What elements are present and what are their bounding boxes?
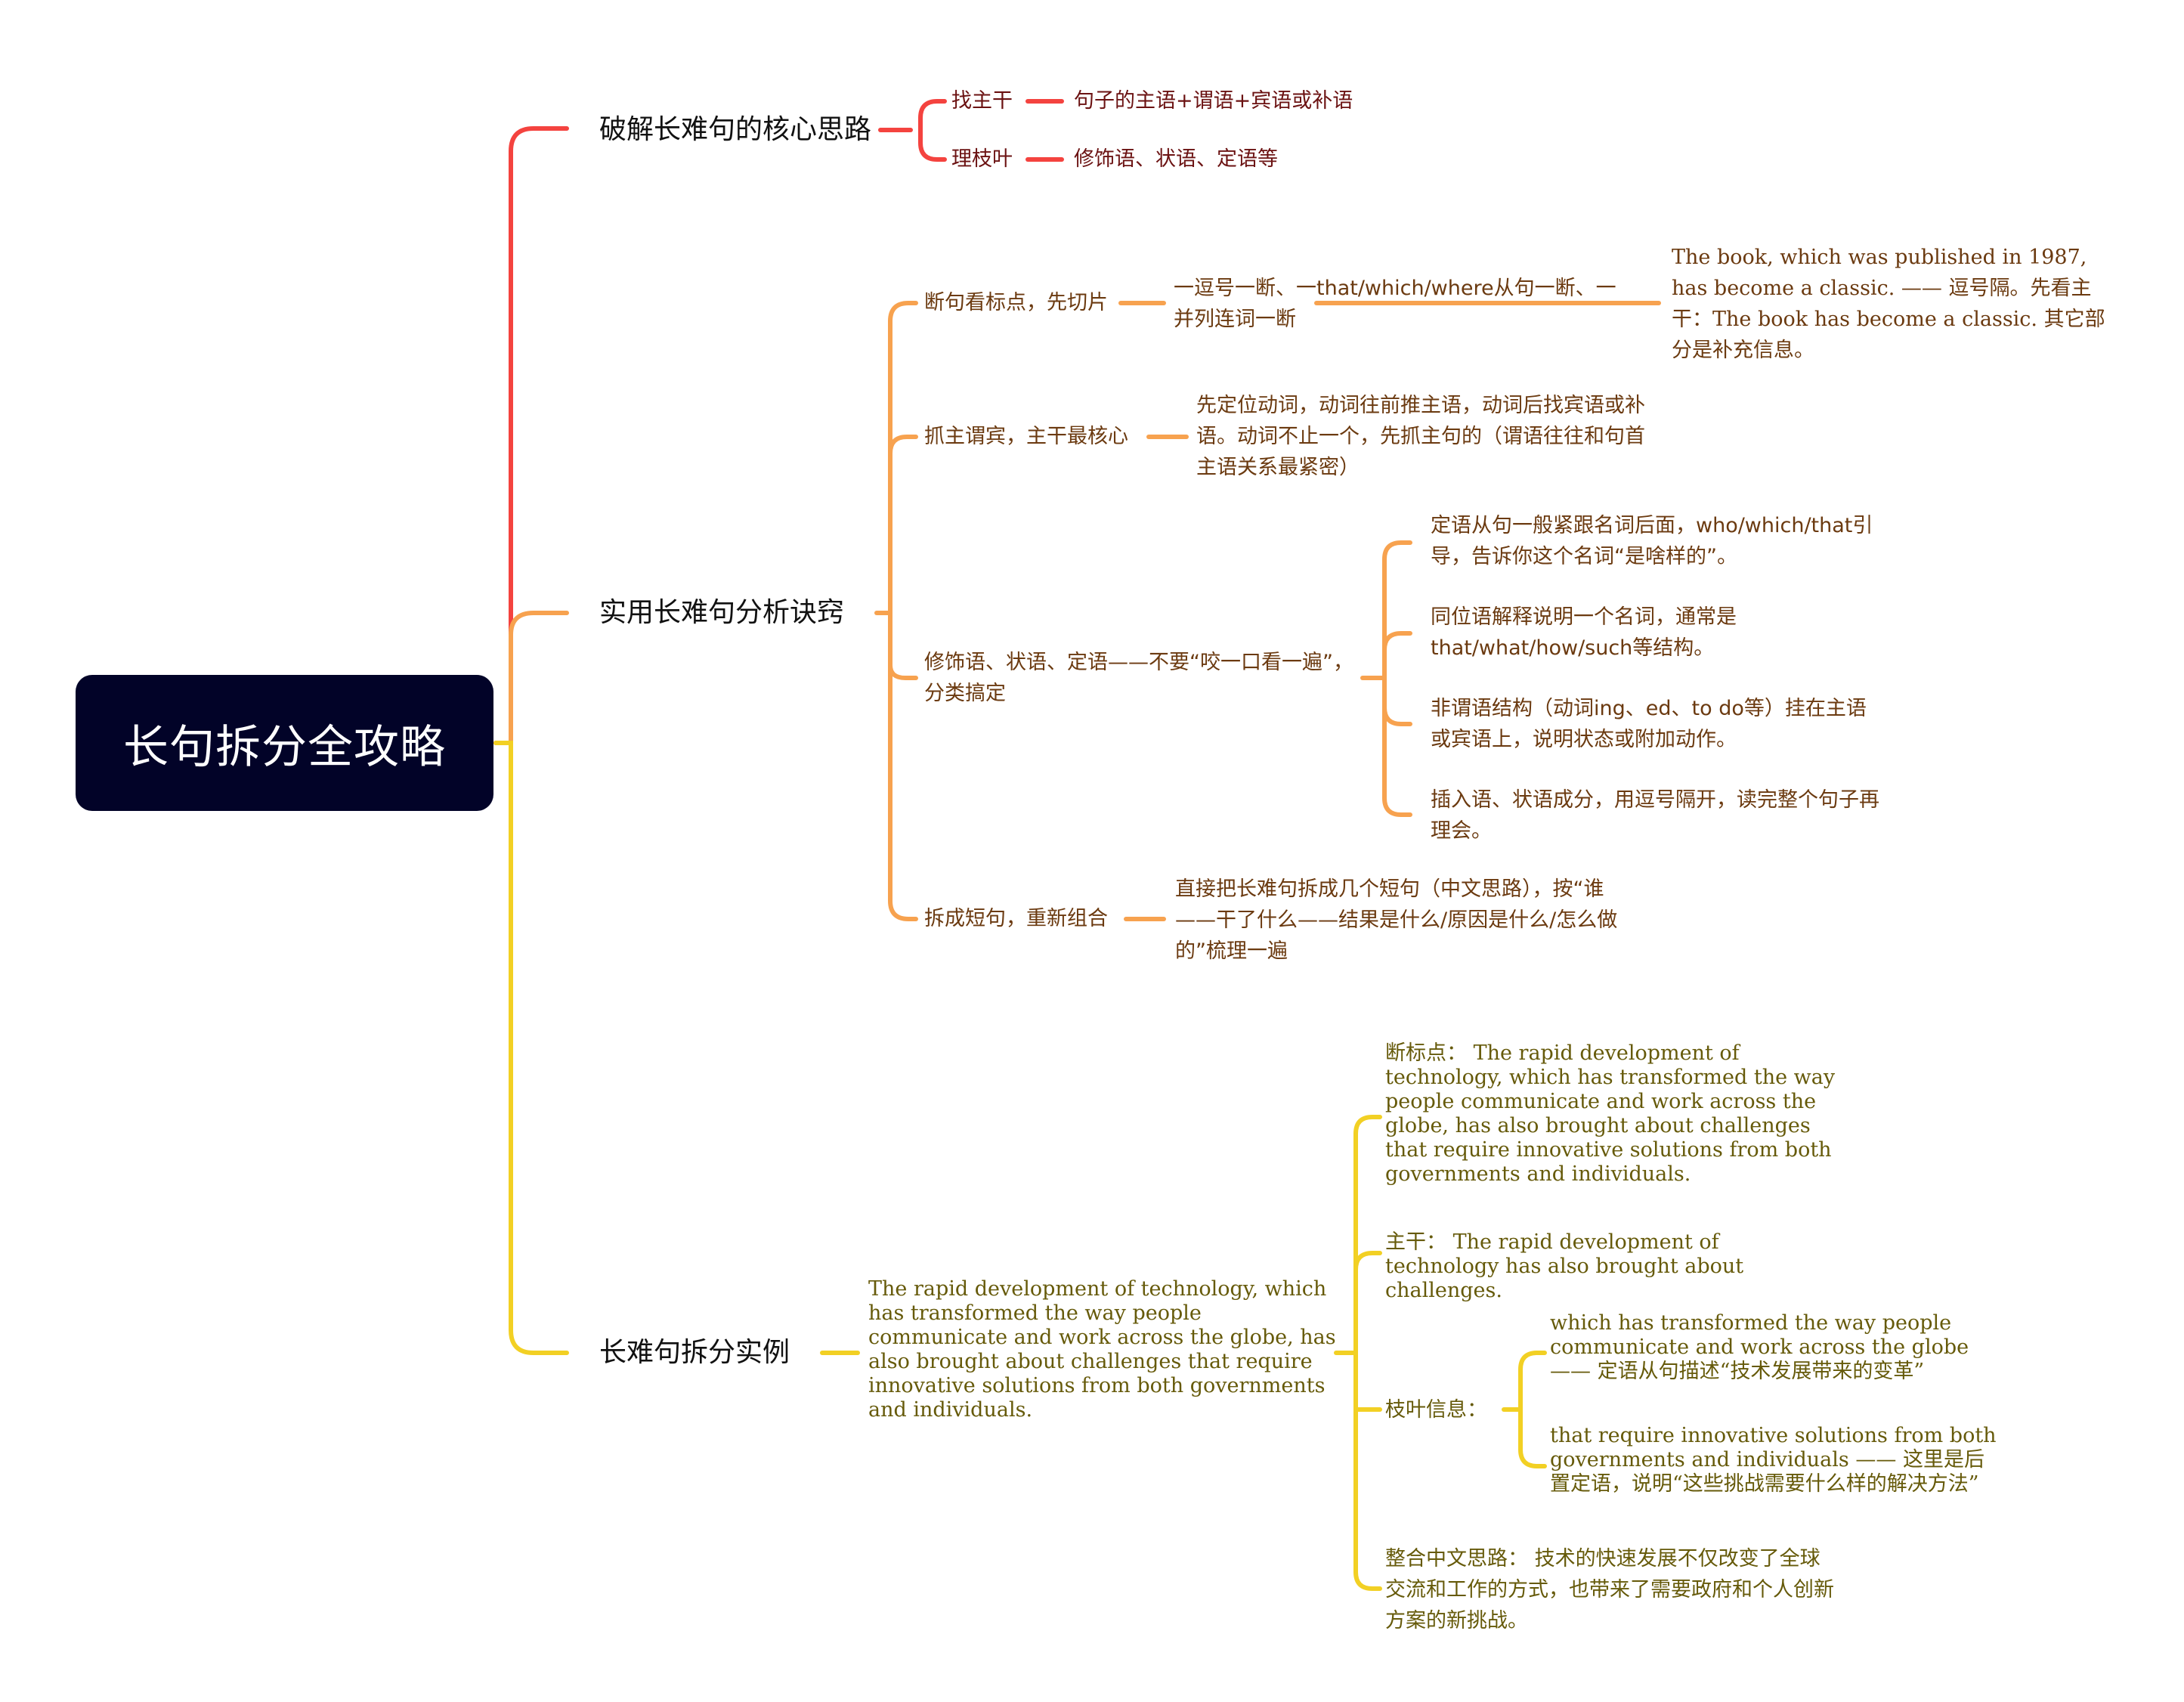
topic-split-recombine-detail[interactable]: 直接把长难句拆成几个短句（中文思路），按“谁——干了什么——结果是什么/原因是什… xyxy=(1175,877,1618,963)
branch-info-item-1-en: which has transformed the way people com… xyxy=(1550,1311,1969,1359)
branch-core-approach[interactable]: 破解长难句的核心思路 xyxy=(599,114,872,145)
step-chinese-synthesis-text: 技术的快速发展不仅改变了全球交流和工作的方式，也带来了需要政府和个人创新方案的新… xyxy=(1385,1547,1834,1632)
branch-example[interactable]: 长难句拆分实例 xyxy=(599,1337,790,1368)
example-text: The book, which was published in 1987, h… xyxy=(1672,246,2105,362)
root-node[interactable]: 长句拆分全攻略 xyxy=(76,675,493,811)
root-title: 长句拆分全攻略 xyxy=(123,720,446,774)
step-punctuation-text: The rapid development of technology, whi… xyxy=(1385,1041,1836,1186)
topic-split-recombine[interactable]: 拆成短句，重新组合 xyxy=(924,907,1108,930)
branch-practical-tips[interactable]: 实用长难句分析诀窍 xyxy=(599,597,845,628)
step-branch-info[interactable]: 枝叶信息： xyxy=(1385,1398,1487,1422)
branch-info-item-1-zh: —— 定语从句描述“技术发展带来的变革” xyxy=(1550,1360,1925,1383)
branch-info-item-2-en: that require innovative solutions from b… xyxy=(1550,1424,1997,1471)
step-chinese-synthesis[interactable]: 整合中文思路： 技术的快速发展不仅改变了全球交流和工作的方式，也带来了需要政府和… xyxy=(1385,1543,1839,1636)
topic-find-trunk-detail[interactable]: 句子的主语+谓语+宾语或补语 xyxy=(1074,89,1353,113)
modifier-item-attributive[interactable]: 定语从句一般紧跟名词后面，who/which/that引导，告诉你这个名词“是啥… xyxy=(1431,514,1873,568)
step-punctuation-label: 断标点： xyxy=(1385,1041,1467,1065)
branch-info-item-1[interactable]: which has transformed the way people com… xyxy=(1550,1311,1973,1384)
step-punctuation[interactable]: 断标点： The rapid development of technology… xyxy=(1385,1041,1839,1187)
topic-punctuation-split-detail[interactable]: 一逗号一断、一that/which/where从句一断、一并列连词一断 xyxy=(1174,277,1616,331)
branch-info-item-2[interactable]: that require innovative solutions from b… xyxy=(1550,1424,2003,1496)
step-chinese-synthesis-label: 整合中文思路： xyxy=(1385,1547,1528,1570)
topic-modifiers[interactable]: 修饰语、状语、定语——不要“咬一口看一遍”，分类搞定 xyxy=(924,651,1353,705)
modifier-item-nonfinite[interactable]: 非谓语结构（动词ing、ed、to do等）挂在主语或宾语上，说明状态或附加动作… xyxy=(1431,697,1867,751)
modifier-item-appositive[interactable]: 同位语解释说明一个名词，通常是that/what/how/such等结构。 xyxy=(1431,605,1737,660)
topic-punctuation-split[interactable]: 断句看标点，先切片 xyxy=(924,291,1108,314)
topic-sort-branches[interactable]: 理枝叶 xyxy=(951,147,1013,171)
step-trunk[interactable]: 主干： The rapid development of technology … xyxy=(1385,1230,1839,1303)
topic-punctuation-example[interactable]: The book, which was published in 1987, h… xyxy=(1672,242,2125,366)
topic-find-svo-detail[interactable]: 先定位动词，动词往前推主语，动词后找宾语或补语。动词不止一个，先抓主句的（谓语往… xyxy=(1196,394,1645,479)
modifier-item-parenthetical[interactable]: 插入语、状语成分，用逗号隔开，读完整个句子再理会。 xyxy=(1431,788,1879,843)
step-trunk-text: The rapid development of technology has … xyxy=(1385,1230,1744,1302)
topic-find-trunk[interactable]: 找主干 xyxy=(951,89,1013,113)
step-trunk-label: 主干： xyxy=(1385,1230,1446,1254)
example-sentence[interactable]: The rapid development of technology, whi… xyxy=(868,1277,1336,1422)
branch-info-item-2-zh: —— 这里是后置定语，说明“这些挑战需要什么样的解决方法” xyxy=(1550,1448,1984,1496)
topic-sort-branches-detail[interactable]: 修饰语、状语、定语等 xyxy=(1074,147,1278,171)
topic-find-svo[interactable]: 抓主谓宾，主干最核心 xyxy=(924,425,1128,448)
